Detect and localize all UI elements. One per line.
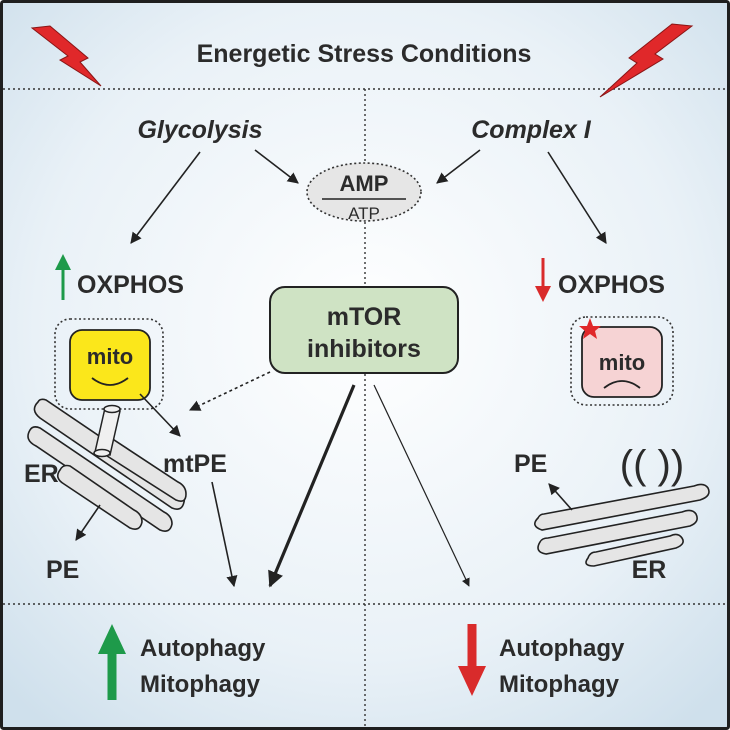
- mitophagy-left-label: Mitophagy: [140, 671, 261, 698]
- mito-frown: [603, 380, 641, 389]
- atp-label: ATP: [348, 204, 380, 223]
- sad-mito-icon: [581, 326, 663, 398]
- amp-label: AMP: [340, 171, 389, 196]
- er-mito-tether-icon: [93, 404, 121, 458]
- pe-left-label: PE: [46, 556, 79, 584]
- up-arrow-icon: [55, 254, 71, 300]
- up-arrow-icon: [98, 624, 126, 700]
- down-arrow-icon: [535, 258, 551, 302]
- mito-smile: [91, 377, 129, 386]
- arrow-inhibitors-autophagy-up: [268, 384, 356, 588]
- arrow-mito-mtpe: [139, 393, 181, 437]
- er-left-label: ER: [24, 460, 59, 488]
- arrow-complexi-oxphos: [547, 151, 607, 244]
- pe-transfer-signal: (( )): [620, 443, 684, 487]
- arrow-inhibitors-mtpe: [188, 371, 271, 411]
- damage-star-icon: [579, 318, 601, 339]
- oxphos-right-label: OXPHOS: [558, 271, 665, 299]
- header-title: Energetic Stress Conditions: [197, 40, 532, 68]
- mtor-label: mTOR: [327, 303, 402, 331]
- happy-mito-icon: [69, 329, 151, 401]
- autophagy-left-label: Autophagy: [140, 635, 266, 662]
- er-right-icon: [534, 483, 710, 567]
- er-right-label: ER: [632, 556, 667, 584]
- mitophagy-right-label: Mitophagy: [499, 671, 620, 698]
- mtpe-label: mtPE: [163, 450, 227, 478]
- arrow-glycolysis-oxphos: [130, 151, 201, 244]
- arrow-complexi-amp: [436, 149, 481, 184]
- arrow-glycolysis-amp: [254, 149, 299, 184]
- inhibitors-label: inhibitors: [307, 335, 421, 363]
- arrow-er-pe: [75, 504, 101, 541]
- amp-atp-ellipse: [306, 162, 422, 222]
- arrow-er-pe-right: [548, 483, 573, 511]
- mito-right-label: mito: [599, 350, 645, 375]
- lightning-bolt-icon: [599, 23, 694, 98]
- glycolysis-label: Glycolysis: [137, 116, 262, 144]
- mtor-inhibitors-box: [269, 286, 459, 374]
- mito-right-boundary: [570, 316, 674, 406]
- mito-left-boundary: [54, 318, 164, 410]
- mito-left-label: mito: [87, 344, 133, 369]
- arrow-inhibitors-autophagy-down: [373, 384, 470, 587]
- pe-right-label: PE: [514, 450, 547, 478]
- er-left-icon: [27, 398, 187, 532]
- down-arrow-icon: [458, 624, 486, 696]
- complex-i-label: Complex I: [471, 116, 592, 144]
- lightning-bolt-icon: [30, 25, 102, 87]
- oxphos-left-label: OXPHOS: [77, 271, 184, 299]
- arrow-mtpe-autophagy: [211, 481, 238, 588]
- autophagy-right-label: Autophagy: [499, 635, 625, 662]
